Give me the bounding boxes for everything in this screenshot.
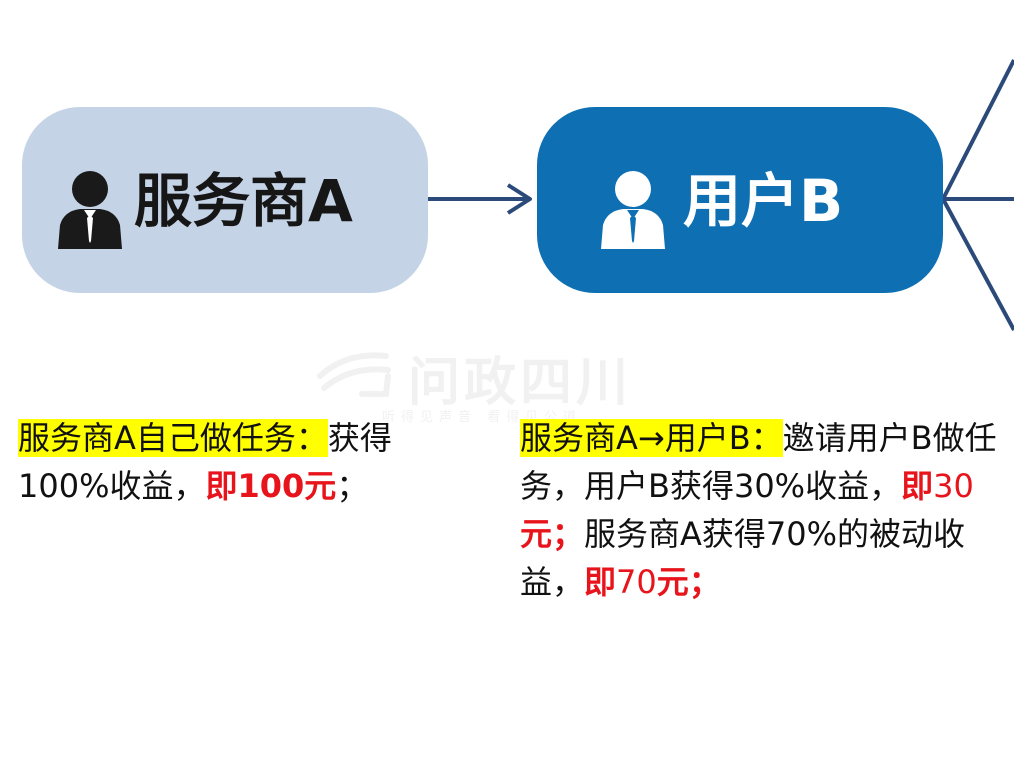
node-user-b: 用户B [537,107,943,293]
emphasis-number: 70 [616,563,657,601]
branch-line-up [941,59,1014,200]
description-a: 服务商A自己做任务：获得100%收益，即100元； [18,414,438,510]
node-service-provider-a: 服务商A [22,107,428,293]
highlight-text: 服务商A自己做任务： [18,419,328,457]
branch-line-down [941,198,1014,331]
description-b: 服务商A→用户B：邀请用户B做任务，用户B获得30%收益，即30元；服务商A获得… [520,414,1014,606]
watermark-title: 问政四川 [408,353,633,413]
body-text: 获得100%收益， [18,419,392,505]
highlight-text: 服务商A→用户B： [520,419,783,457]
emphasis-text: 即 [584,563,617,601]
person-icon [601,171,665,249]
emphasis-number: 30 [933,467,974,505]
person-icon [58,171,122,249]
node-label: 用户B [683,167,844,235]
watermark-logo-icon [317,352,391,397]
node-label: 服务商A [134,167,353,235]
emphasis-text: 元； [656,563,721,601]
emphasis-text: 即100元 [205,467,337,505]
emphasis-text: 元； [520,515,585,553]
body-text: 邀请用户B做任务，用户B获得30%收益， [520,419,997,505]
arrow-head [506,183,532,215]
body-text: 服务商A获得70%的被动收益， [520,515,966,601]
body-text: ； [336,467,369,505]
emphasis-text: 即 [901,467,934,505]
